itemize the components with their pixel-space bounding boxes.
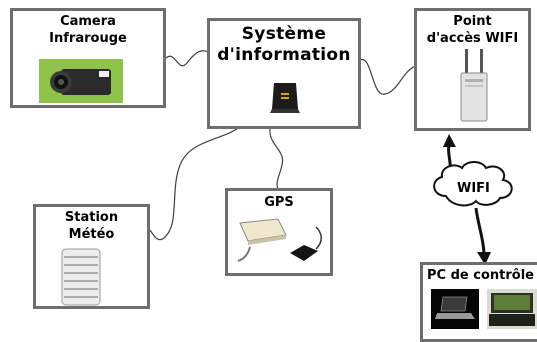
link-system-station [149,127,239,241]
system-title-line1: Système [241,24,327,44]
link-camera-system [165,50,209,67]
weather-station-icon [61,248,101,306]
arrow-head-up [443,134,456,147]
ap-title-line2: d'accès WIFI [426,31,519,46]
camera-node: Camera Infrarouge [10,8,166,108]
link-system-gps [269,127,284,190]
thermal-camera-icon [39,59,123,103]
pc-node: PC de contrôle [420,262,537,342]
connection-lines [149,50,513,265]
pc-title: PC de contrôle [427,268,534,283]
system-node: Système d'information [207,18,361,129]
wifi-router-icon [460,49,488,122]
arrow-head-down [477,252,491,265]
laptop-icon [431,289,479,329]
rugged-laptop-icon [487,289,537,329]
station-node: Station Météo [33,204,150,309]
access-point-node: Point d'accès WIFI [414,8,531,131]
ap-title-line1: Point [453,14,492,29]
gps-title: GPS [264,195,294,210]
gps-receiver-icon [237,218,322,262]
system-title-line2: d'information [217,45,351,65]
arrow-wifi-pc [474,207,486,256]
wifi-label: WIFI [457,181,490,196]
computer-box-icon [270,83,300,113]
link-system-ap [359,59,417,95]
station-title-line2: Météo [68,227,115,242]
wifi-cloud [433,161,513,207]
gps-node: GPS [225,188,333,276]
camera-title: Camera Infrarouge [49,14,127,46]
station-title-line1: Station [64,210,119,225]
